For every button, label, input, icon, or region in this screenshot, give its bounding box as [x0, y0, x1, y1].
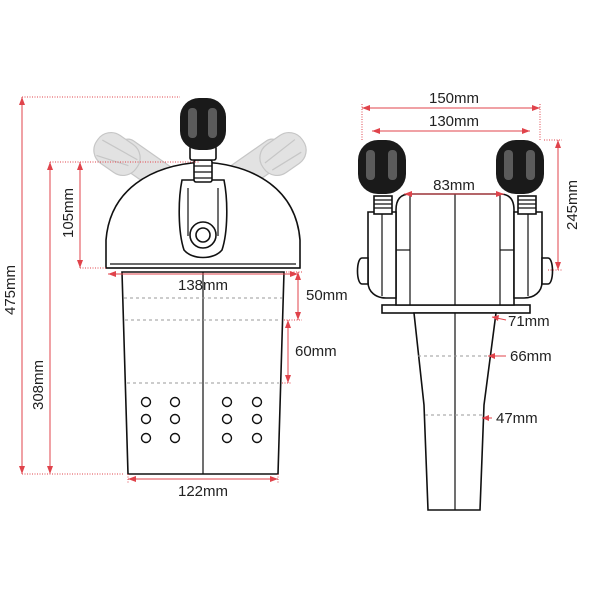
side-flange: [381, 304, 531, 314]
dim-105mm: 105mm: [60, 162, 106, 269]
label-50mm: 50mm: [306, 287, 348, 304]
front-knob-icon: [180, 98, 226, 150]
dim-150mm: 150mm: [361, 90, 541, 140]
label-71mm: 71mm: [508, 313, 550, 330]
front-mounting-holes: [140, 396, 263, 444]
side-arm-left: [356, 195, 397, 299]
dim-308mm: 308mm: [30, 161, 200, 474]
label-122mm: 122mm: [178, 483, 228, 500]
dim-122mm: 122mm: [127, 474, 279, 500]
label-130mm: 130mm: [429, 113, 479, 130]
dim-475mm: 475mm: [2, 96, 180, 475]
side-knob-right-icon: [496, 140, 544, 194]
dim-138mm: 138mm: [108, 271, 298, 294]
front-view: 475mm 308mm 105mm 138mm: [2, 96, 348, 500]
dim-245mm: 245mm: [544, 139, 581, 271]
side-knob-left-icon: [358, 140, 406, 194]
dim-60mm: 60mm: [282, 320, 337, 384]
label-60mm: 60mm: [295, 343, 337, 360]
label-47mm: 47mm: [496, 410, 538, 427]
dim-50mm: 50mm: [284, 271, 348, 321]
label-105mm: 105mm: [60, 188, 77, 238]
dim-47mm: 47mm: [482, 410, 538, 427]
label-308mm: 308mm: [30, 360, 47, 410]
label-83mm: 83mm: [433, 177, 475, 194]
dim-66mm: 66mm: [488, 348, 552, 365]
label-138mm: 138mm: [178, 277, 228, 294]
dim-71mm: 71mm: [491, 313, 550, 330]
front-lever-arm: [178, 145, 228, 259]
dim-130mm: 130mm: [372, 113, 530, 134]
side-view: 150mm 130mm 83mm 245mm 71mm: [356, 90, 581, 511]
dim-83mm: 83mm: [404, 177, 504, 197]
label-66mm: 66mm: [510, 348, 552, 365]
label-245mm: 245mm: [564, 180, 581, 230]
label-150mm: 150mm: [429, 90, 479, 107]
side-arm-right: [513, 195, 554, 299]
label-475mm: 475mm: [2, 265, 19, 315]
